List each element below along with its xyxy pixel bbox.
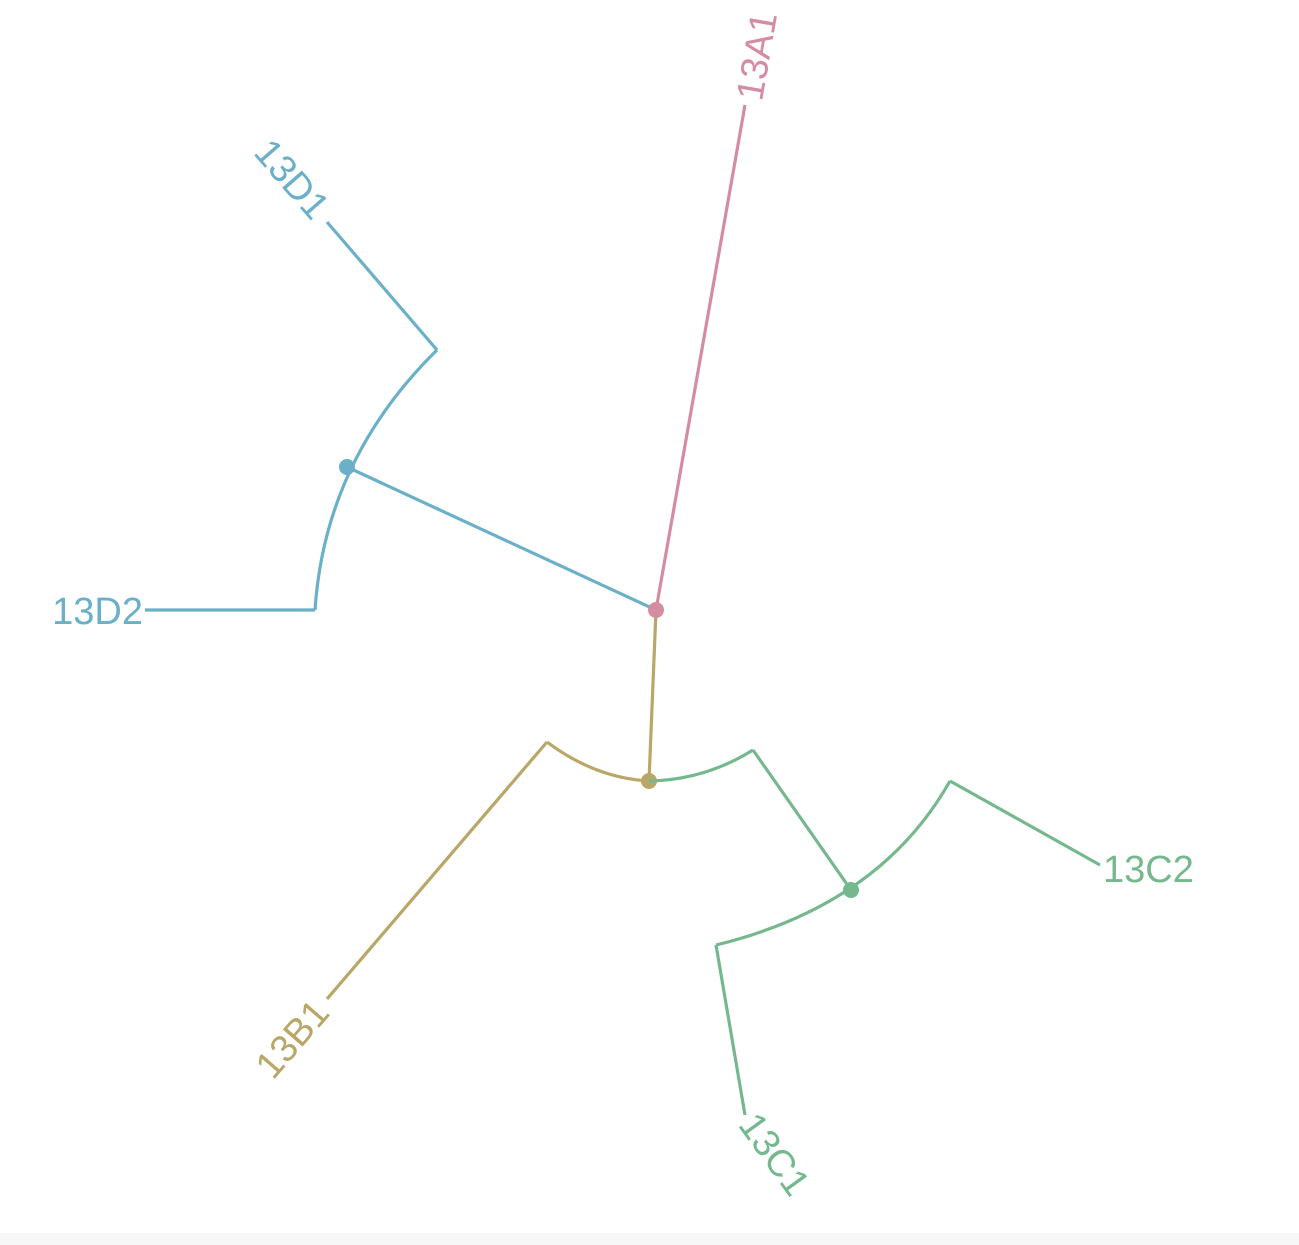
branch-bc-to-c-clade <box>751 749 853 891</box>
clade-c <box>648 748 1101 1116</box>
branch-13b1 <box>325 740 549 1001</box>
leaf-label-13d1: 13D1 <box>246 132 337 228</box>
leaf-labels: 13A1 13D1 13D2 13B1 13C1 13C2 <box>52 9 1194 1204</box>
arc-c-clade <box>715 780 952 947</box>
leaf-label-13c1: 13C1 <box>730 1106 817 1204</box>
branch-13d1 <box>325 220 439 352</box>
branch-13a1 <box>654 104 747 611</box>
clade-bc <box>325 609 658 1001</box>
leaf-label-13c2: 13C2 <box>1103 849 1194 891</box>
branch-root-to-bc-clade <box>647 609 658 782</box>
node-d-clade <box>339 459 355 475</box>
arc-bc-clade-left <box>546 740 650 783</box>
clade-a <box>648 104 747 618</box>
clade-d <box>145 220 657 612</box>
branch-root-to-d-clade <box>346 465 657 612</box>
leaf-label-13d2: 13D2 <box>52 591 143 633</box>
leaf-label-13a1: 13A1 <box>729 9 786 104</box>
branch-13c1 <box>714 944 747 1116</box>
arc-bc-clade-right <box>648 748 754 783</box>
node-root <box>648 602 664 618</box>
branch-13c2 <box>949 779 1101 867</box>
bottom-band <box>0 1233 1299 1245</box>
leaf-label-13b1: 13B1 <box>248 992 338 1087</box>
node-c-clade <box>843 882 859 898</box>
